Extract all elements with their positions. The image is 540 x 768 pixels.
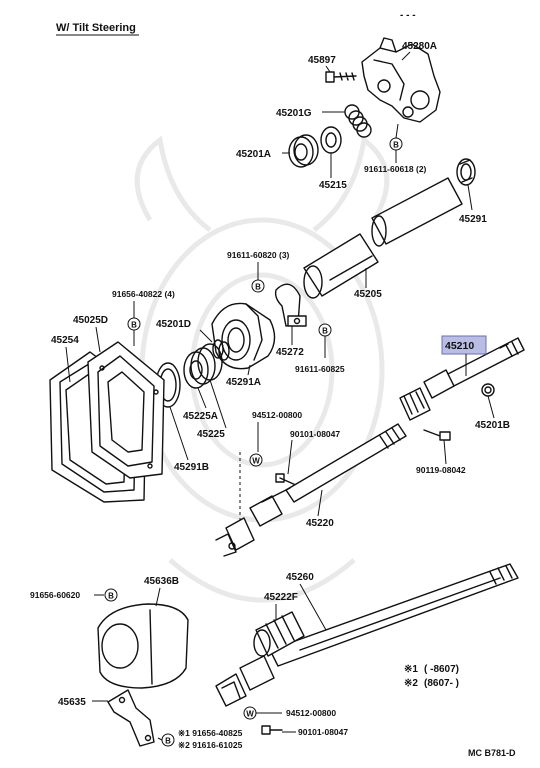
b-symbol: B [255,283,261,292]
part-45272-clamp[interactable] [274,283,307,327]
part-45291A-cover[interactable] [211,302,276,370]
part-45897-bolt[interactable] [325,71,357,83]
label-45272: 45272 [276,347,304,358]
label-90101-08047-lower: 90101-08047 [298,727,348,737]
label-91611-60618: 91611-60618 (2) [364,164,427,174]
w-symbol: W [252,457,260,466]
washer-marker-94512-00800-upper[interactable]: W [249,453,263,467]
part-45222F-boot[interactable] [253,611,305,657]
label-91656-60620: 91656-60620 [30,590,80,600]
b-symbol: B [108,592,114,601]
label-90101-08047-upper: 90101-08047 [290,429,340,439]
part-45201A-bearing[interactable] [288,134,319,168]
label-45201G: 45201G [276,108,312,119]
part-45201G-spring[interactable] [344,104,372,138]
legend-row2-mark: ※2 [404,678,418,689]
part-45210-main-shaft[interactable] [399,337,525,421]
part-45260-lower-shaft[interactable] [215,563,519,707]
bolt-marker-91656-40822[interactable]: B [127,317,141,331]
corner-mark: - - - [400,10,416,21]
label-91656-40825: ※1 91656-40825 [178,728,243,738]
label-45260: 45260 [286,572,314,583]
label-94512-00800-lower: 94512-00800 [286,708,336,718]
label-45225A: 45225A [183,411,218,422]
part-45201B-clip[interactable] [481,383,495,397]
label-45280A: 45280A [402,41,437,52]
bolt-marker-91611-60618[interactable]: B [389,137,403,151]
date-legend: ※1 ( -8607) ※2 (8607- ) [404,664,459,689]
bolt-marker-91611-60820[interactable]: B [251,279,265,293]
bolt-marker-91611-60825[interactable]: B [318,323,332,337]
part-90119-08042-bolt[interactable] [423,429,451,441]
b-symbol: B [393,141,399,150]
label-45897: 45897 [308,55,336,66]
legend-row1-text: ( -8607) [424,664,459,675]
part-45025D-boot[interactable] [87,341,165,479]
part-45635-bracket[interactable] [107,689,155,747]
label-45210: 45210 [445,340,474,352]
part-45205-tube[interactable] [303,233,379,299]
label-45225: 45225 [197,429,225,440]
label-45291B: 45291B [174,462,209,473]
label-91611-60825: 91611-60825 [295,364,345,374]
b-symbol: B [131,321,137,330]
label-45220: 45220 [306,518,334,529]
part-upper-tube[interactable] [371,177,463,247]
label-91611-60820: 91611-60820 (3) [227,250,290,260]
label-45201A: 45201A [236,149,271,160]
b-symbol: B [165,737,171,746]
label-94512-00800-upper: 94512-00800 [252,410,302,420]
label-91656-40822: 91656-40822 (4) [112,289,175,299]
label-45635: 45635 [58,697,86,708]
label-45291A: 45291A [226,377,261,388]
washer-marker-94512-00800-lower[interactable]: W [243,706,257,720]
label-45222F: 45222F [264,592,298,603]
part-45291-boot[interactable] [456,158,476,186]
part-45215-bearing[interactable] [320,126,342,154]
label-45210-highlight [441,335,487,355]
part-45220-intermediate-shaft[interactable] [215,423,407,557]
label-45205: 45205 [354,289,382,300]
label-45254: 45254 [51,335,79,346]
diagram-code: MC B781-D [468,748,516,758]
legend-row2-text: (8607- ) [424,678,459,689]
part-90101-08047-lower-bolt[interactable] [261,725,283,735]
label-45201B: 45201B [475,420,510,431]
legend-row1-mark: ※1 [404,664,418,675]
bolt-marker-91656-40825[interactable]: B [161,733,175,747]
part-45225-bearing[interactable] [183,343,223,389]
label-45636B: 45636B [144,576,179,587]
part-45280A-bracket[interactable] [361,37,441,123]
label-45215: 45215 [319,180,347,191]
label-90119-08042: 90119-08042 [416,465,466,475]
label-45025D: 45025D [73,315,108,326]
label-45291: 45291 [459,214,487,225]
part-45636B-cover[interactable] [97,603,189,689]
w-symbol: W [246,710,254,719]
bolt-marker-91656-60620[interactable]: B [104,588,118,602]
label-45201D: 45201D [156,319,191,330]
b-symbol: B [322,327,328,336]
label-91616-61025: ※2 91616-61025 [178,740,243,750]
diagram-title: W/ Tilt Steering [56,22,136,34]
